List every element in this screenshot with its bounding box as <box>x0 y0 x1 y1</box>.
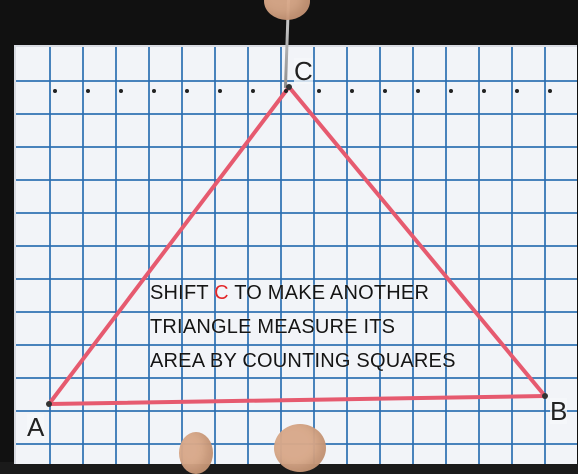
finger-bottom-right <box>274 424 326 472</box>
instruction-line-1: SHIFT C TO MAKE ANOTHER <box>150 276 510 310</box>
instruction-line-3: AREA BY COUNTING SQUARES <box>150 350 456 372</box>
grid-vertical-line <box>412 47 414 464</box>
grid-vertical-line <box>379 47 381 464</box>
grid-vertical-line <box>313 47 315 464</box>
grid-dot <box>185 89 189 93</box>
grid-vertical-line <box>115 47 117 464</box>
grid-dot <box>53 89 57 93</box>
grid-dot <box>449 89 453 93</box>
grid-horizontal-line <box>16 146 577 148</box>
grid-vertical-line <box>247 47 249 464</box>
grid-dot <box>251 89 255 93</box>
grid-dot <box>218 89 222 93</box>
grid-vertical-line <box>49 47 51 464</box>
vertex-label-c: C <box>294 56 313 86</box>
grid-dot <box>515 89 519 93</box>
instruction-text: SHIFT C TO MAKE ANOTHER TRIANGLE MEASURE… <box>150 276 510 378</box>
grid-horizontal-line <box>16 179 577 181</box>
grid-vertical-line <box>445 47 447 464</box>
grid-horizontal-line <box>16 212 577 214</box>
grid-vertical-line <box>544 47 546 464</box>
instruction-accent-c: C <box>214 282 229 304</box>
vertex-label-a: A <box>27 412 45 442</box>
grid-dot <box>548 89 552 93</box>
grid-dot <box>317 89 321 93</box>
grid-vertical-line <box>181 47 183 464</box>
grid-dot <box>152 89 156 93</box>
grid-dot <box>482 89 486 93</box>
grid-vertical-line <box>148 47 150 464</box>
grid-dot <box>284 89 288 93</box>
instruction-line-2: TRIANGLE MEASURE ITS <box>150 316 396 338</box>
instruction-line-1-prefix: SHIFT <box>150 282 215 304</box>
grid-dot <box>350 89 354 93</box>
grid-vertical-line <box>280 47 282 464</box>
vertex-label-b: B <box>550 396 568 426</box>
grid-horizontal-line <box>16 113 577 115</box>
grid-horizontal-line <box>16 245 577 247</box>
grid-dot <box>86 89 90 93</box>
grid-vertical-line <box>82 47 84 464</box>
grid-dot <box>119 89 123 93</box>
finger-bottom-left <box>179 432 213 474</box>
grid-horizontal-line <box>16 410 577 412</box>
grid-vertical-line <box>478 47 480 464</box>
grid-dot <box>383 89 387 93</box>
grid-vertical-line <box>214 47 216 464</box>
instruction-line-1-suffix: TO MAKE ANOTHER <box>228 282 430 304</box>
grid-vertical-line <box>346 47 348 464</box>
grid-dot <box>416 89 420 93</box>
photo-scene: C A B SHIFT C TO MAKE ANOTHER TRIANGLE M… <box>14 0 577 474</box>
finger-top <box>264 0 310 20</box>
grid-board <box>14 45 577 464</box>
grid-vertical-line <box>511 47 513 464</box>
